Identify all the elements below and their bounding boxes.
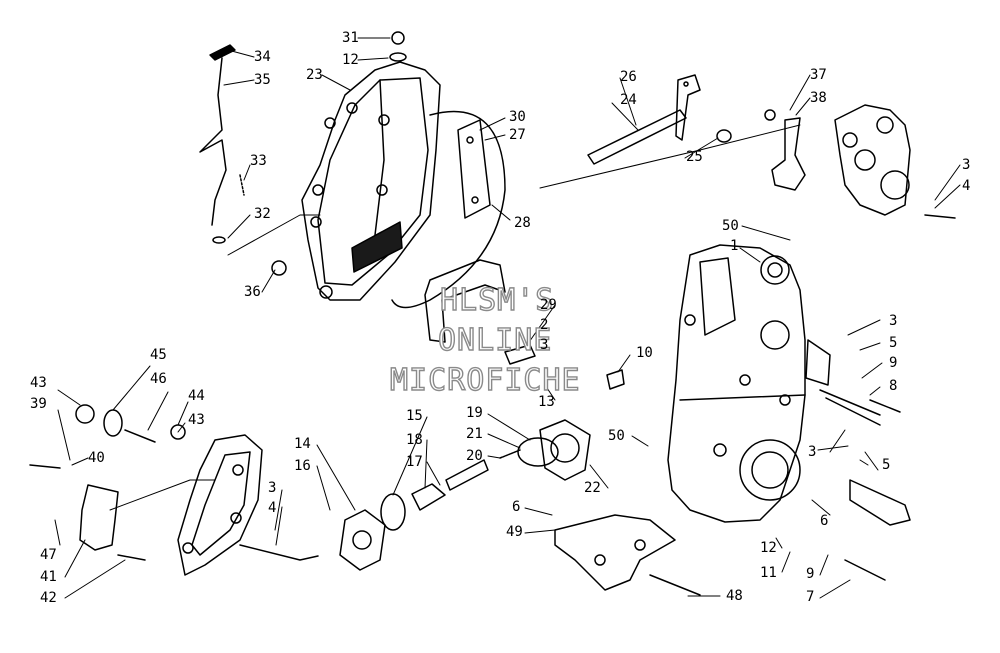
callout-37: 37 xyxy=(810,67,827,83)
callout-41: 41 xyxy=(40,569,57,585)
callout-3-c: 3 xyxy=(889,313,898,329)
callout-33: 33 xyxy=(250,153,267,169)
sensor-10-part xyxy=(606,369,625,390)
callout-38: 38 xyxy=(810,90,827,106)
callout-39: 39 xyxy=(30,396,47,412)
pin-44-part xyxy=(124,429,156,443)
watermark-line-2: ONLINE xyxy=(437,322,553,358)
callout-34: 34 xyxy=(254,49,271,65)
callout-3-e: 3 xyxy=(808,444,817,460)
tensioner-bracket-part xyxy=(457,119,491,219)
guard-plate-part xyxy=(177,434,263,576)
callout-5-a: 5 xyxy=(889,335,898,351)
callout-24: 24 xyxy=(620,92,637,108)
plug-part xyxy=(504,344,536,365)
callout-28: 28 xyxy=(514,215,531,231)
callout-14: 14 xyxy=(294,436,311,452)
bushing-45-part xyxy=(103,409,123,437)
callout-9-a: 9 xyxy=(889,355,898,371)
callout-42: 42 xyxy=(40,590,57,606)
bracket-41-part xyxy=(79,484,119,551)
watermark-line-1: HLSM'S xyxy=(439,282,555,318)
callout-19: 19 xyxy=(466,405,483,421)
callout-45: 45 xyxy=(150,347,167,363)
callout-6-b: 6 xyxy=(820,513,829,529)
cover-gasket-part xyxy=(391,110,506,309)
callout-4-a: 4 xyxy=(962,178,971,194)
nut-31-part xyxy=(391,31,405,45)
bolt-48-part xyxy=(649,574,701,596)
chain-case-part xyxy=(301,61,441,301)
callout-15: 15 xyxy=(406,408,423,424)
gear-case-part xyxy=(667,244,831,523)
callout-3-b: 3 xyxy=(540,337,549,353)
washer-43-part xyxy=(75,404,95,424)
callout-6-a: 6 xyxy=(512,499,521,515)
callout-12-b: 12 xyxy=(760,540,777,556)
cover-plate-part xyxy=(539,419,591,481)
bolt-4-part xyxy=(924,214,956,219)
bolt-36-part xyxy=(271,260,287,276)
callout-43-a: 43 xyxy=(30,375,47,391)
callout-44: 44 xyxy=(188,388,205,404)
callout-9-b: 9 xyxy=(806,566,815,582)
callout-20: 20 xyxy=(466,448,483,464)
callout-40: 40 xyxy=(88,450,105,466)
callout-22: 22 xyxy=(584,480,601,496)
callout-50-a: 50 xyxy=(722,218,739,234)
callout-17: 17 xyxy=(406,454,423,470)
callout-26: 26 xyxy=(620,69,637,85)
handle-part xyxy=(424,259,506,343)
callout-11: 11 xyxy=(760,565,777,581)
shaft-part xyxy=(587,74,732,165)
callout-23: 23 xyxy=(306,67,323,83)
callout-32: 32 xyxy=(254,206,271,222)
callout-36: 36 xyxy=(244,284,261,300)
callout-18: 18 xyxy=(406,432,423,448)
bolt-42-part xyxy=(117,554,146,561)
callout-2: 2 xyxy=(540,317,549,333)
callout-21: 21 xyxy=(466,426,483,442)
callout-7: 7 xyxy=(806,589,815,605)
callout-1: 1 xyxy=(730,238,739,254)
callout-8: 8 xyxy=(889,378,898,394)
callout-3-a: 3 xyxy=(962,157,971,173)
callout-47: 47 xyxy=(40,547,57,563)
callout-30: 30 xyxy=(509,109,526,125)
callout-16: 16 xyxy=(294,458,311,474)
callout-35: 35 xyxy=(254,72,271,88)
callout-13: 13 xyxy=(538,394,555,410)
leader-lines xyxy=(54,37,961,599)
callout-50-b: 50 xyxy=(608,428,625,444)
reverse-bracket-part xyxy=(764,104,911,216)
lower-bracket-part xyxy=(554,514,676,591)
bolt-3-4-part xyxy=(239,544,319,561)
callout-29: 29 xyxy=(540,297,557,313)
callout-4-b: 4 xyxy=(268,500,277,516)
callout-43-b: 43 xyxy=(188,412,205,428)
callout-49: 49 xyxy=(506,524,523,540)
callout-27: 27 xyxy=(509,127,526,143)
washer-12-part xyxy=(389,52,407,62)
callout-31: 31 xyxy=(342,30,359,46)
bolt-39-part xyxy=(29,464,61,469)
right-bolts-part xyxy=(819,389,911,581)
dipstick-part xyxy=(199,44,245,244)
callout-46: 46 xyxy=(150,371,167,387)
callout-5-b: 5 xyxy=(882,457,891,473)
callout-10: 10 xyxy=(636,345,653,361)
callout-48: 48 xyxy=(726,588,743,604)
callout-12: 12 xyxy=(342,52,359,68)
watermark-line-3: MICROFICHE xyxy=(389,362,581,398)
callout-25: 25 xyxy=(686,149,703,165)
callout-3-d: 3 xyxy=(268,480,277,496)
seal-hub-part xyxy=(339,493,406,571)
